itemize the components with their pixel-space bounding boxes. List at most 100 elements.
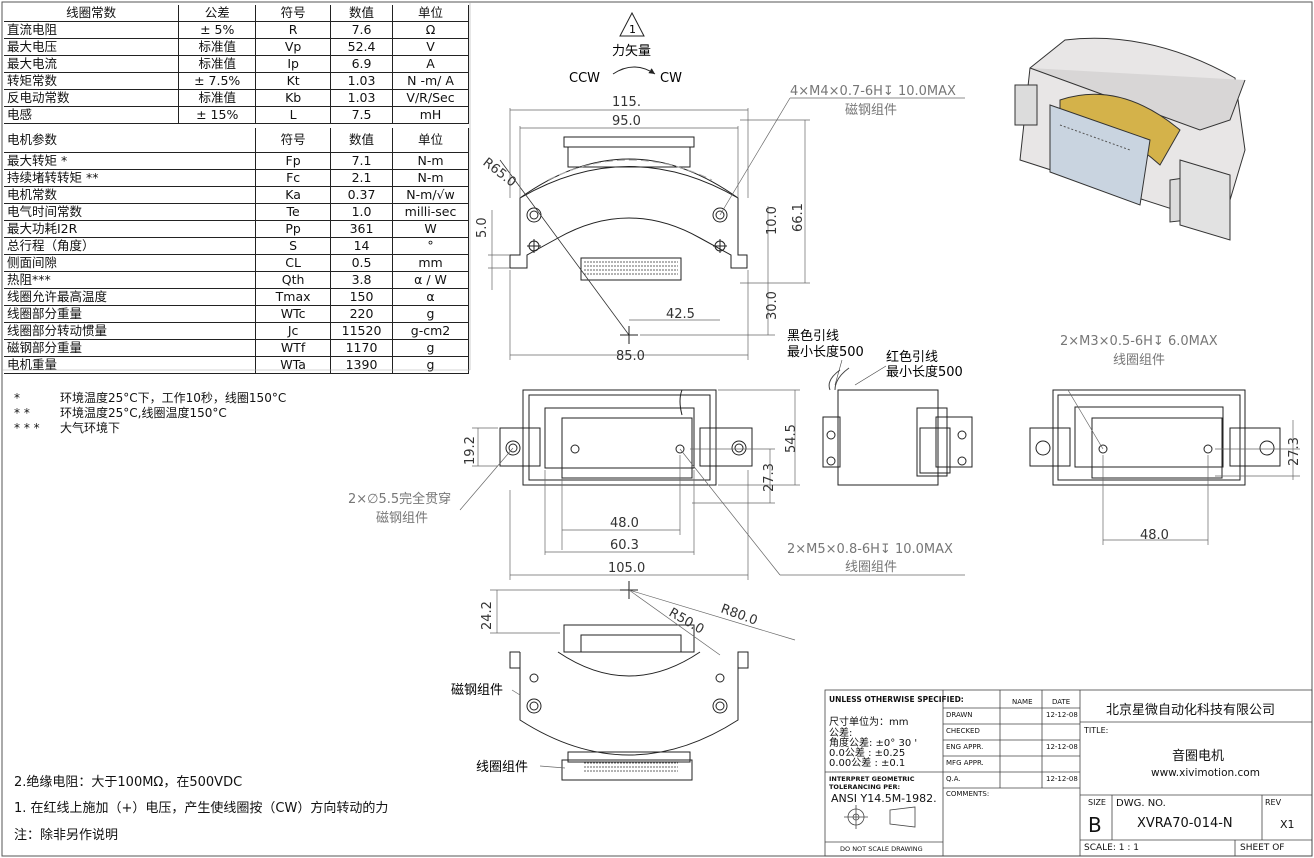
units-note: 尺寸单位为：mm bbox=[829, 717, 909, 728]
dim-24: 24.2 bbox=[480, 601, 495, 630]
sheet-label: SHEET OF bbox=[1240, 843, 1285, 853]
approval-row-date: 12-12-08 bbox=[1046, 743, 1078, 751]
table-cell: ± 15% bbox=[178, 106, 257, 124]
table-cell: 标准值 bbox=[178, 55, 257, 73]
approval-row-date: 12-12-08 bbox=[1046, 711, 1078, 719]
table-cell: Tmax bbox=[255, 288, 332, 306]
table-cell: Ω bbox=[392, 21, 469, 39]
callout-m5-sub: 线圈组件 bbox=[845, 560, 897, 575]
table-cell: g-cm2 bbox=[392, 322, 469, 340]
table-cell: 最大电压 bbox=[4, 38, 180, 56]
dim-r65: R65.0 bbox=[480, 155, 519, 190]
table-cell: A bbox=[392, 55, 469, 73]
dim-r80: R80.0 bbox=[719, 602, 760, 629]
dim-54: 54.5 bbox=[784, 424, 799, 453]
unless-note: 注：除非另作说明 bbox=[14, 828, 119, 843]
table-cell: 线圈部分重量 bbox=[4, 305, 257, 323]
scale-label: SCALE: 1 : 1 bbox=[1084, 843, 1139, 853]
table-cell: 侧面间隙 bbox=[4, 254, 257, 272]
callout-m3: 2×M3×0.5-6H↧ 6.0MAX bbox=[1060, 334, 1218, 349]
dwg-number: XVRA70-014-N bbox=[1137, 816, 1233, 831]
ccw-label: CCW bbox=[569, 71, 600, 86]
table-cell: Kt bbox=[255, 72, 332, 90]
dim-48b: 48.0 bbox=[1140, 528, 1169, 543]
dim-115: 115. bbox=[612, 95, 641, 110]
table-cell: 2.1 bbox=[330, 169, 393, 187]
black-wire-length: 最小长度500 bbox=[787, 344, 864, 360]
approval-row-label: Q.A. bbox=[946, 775, 961, 783]
svg-text:1: 1 bbox=[629, 23, 636, 36]
tolerance-label: 公差: bbox=[829, 728, 853, 739]
approval-row-label: CHECKED bbox=[946, 727, 980, 735]
bottom-view bbox=[509, 581, 749, 781]
table-cell: N-m bbox=[392, 152, 469, 170]
date-header: DATE bbox=[1052, 698, 1071, 706]
table-cell: mH bbox=[392, 106, 469, 124]
approval-row-label: ENG APPR. bbox=[946, 743, 984, 751]
dim-66: 66.1 bbox=[791, 203, 806, 232]
table-cell: V/R/Sec bbox=[392, 89, 469, 107]
table-cell: 反电动常数 bbox=[4, 89, 180, 107]
header-cell: 符号 bbox=[255, 128, 332, 153]
table-cell: Fc bbox=[255, 169, 332, 187]
table-cell: 最大电流 bbox=[4, 55, 180, 73]
black-wire-label: 黑色引线 bbox=[787, 328, 839, 344]
table-cell: L bbox=[255, 106, 332, 124]
top-view bbox=[499, 136, 748, 344]
table-cell: mm bbox=[392, 254, 469, 272]
table-cell: WTf bbox=[255, 339, 332, 357]
dim-48: 48.0 bbox=[610, 516, 639, 531]
approval-row-label: DRAWN bbox=[946, 711, 973, 719]
table-cell: 电机重量 bbox=[4, 356, 257, 374]
table-cell: 1170 bbox=[330, 339, 393, 357]
table-cell: 1.0 bbox=[330, 203, 393, 221]
table-cell: g bbox=[392, 305, 469, 323]
table-cell: α / W bbox=[392, 271, 469, 289]
table-header-row: 电机参数 符号 数值 单位 bbox=[4, 128, 469, 153]
dim-10: 10.0 bbox=[765, 206, 780, 235]
table-cell: 0.5 bbox=[330, 254, 393, 272]
table-cell: Jc bbox=[255, 322, 332, 340]
dim-42: 42.5 bbox=[666, 307, 695, 322]
table-header-row: 线圈常数 公差 符号 数值 单位 bbox=[4, 5, 469, 22]
footnote: * *环境温度25°C,线圈温度150°C bbox=[14, 406, 227, 420]
rev-label: REV bbox=[1265, 798, 1282, 807]
dim-85: 85.0 bbox=[616, 349, 645, 364]
table-cell: 220 bbox=[330, 305, 393, 323]
drawing-title: 音圈电机 bbox=[1172, 749, 1225, 764]
table-cell: α bbox=[392, 288, 469, 306]
table-cell: ± 7.5% bbox=[178, 72, 257, 90]
table-cell: WTa bbox=[255, 356, 332, 374]
title-label: TITLE: bbox=[1084, 726, 1109, 735]
header-cell: 单位 bbox=[392, 128, 469, 153]
cw-label: CW bbox=[660, 71, 682, 86]
table-cell: 标准值 bbox=[178, 38, 257, 56]
header-cell: 电机参数 bbox=[4, 128, 257, 153]
red-wire-length: 最小长度500 bbox=[886, 364, 963, 380]
header-cell: 单位 bbox=[392, 5, 469, 22]
table-cell: 14 bbox=[330, 237, 393, 255]
ansi-standard: ANSI Y14.5M-1982. bbox=[831, 792, 937, 805]
table-cell: W bbox=[392, 220, 469, 238]
table-cell: 52.4 bbox=[330, 38, 394, 56]
table-cell: 线圈允许最高温度 bbox=[4, 288, 257, 306]
table-cell: 0.37 bbox=[330, 186, 393, 204]
table-cell: 7.6 bbox=[330, 21, 394, 39]
header-cell: 公差 bbox=[178, 5, 257, 22]
website: www.xivimotion.com bbox=[1151, 767, 1260, 779]
callout-m3-sub: 线圈组件 bbox=[1113, 353, 1165, 368]
table-cell: 6.9 bbox=[330, 55, 394, 73]
coil-asm-label: 线圈组件 bbox=[476, 760, 528, 775]
